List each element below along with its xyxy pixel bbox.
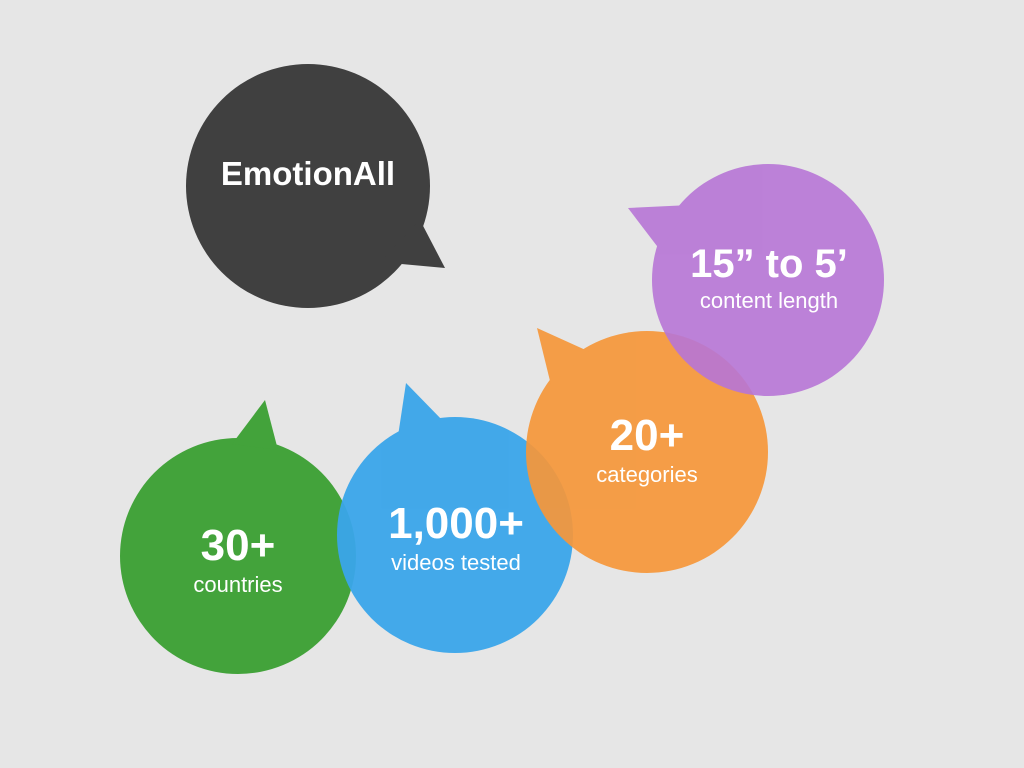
stat-content-length-value: 15” to 5’ xyxy=(690,242,848,286)
content-length-bubble-tail xyxy=(628,205,690,250)
stat-countries: 30+ countries xyxy=(156,520,320,598)
stat-countries-value: 30+ xyxy=(200,521,276,570)
categories-bubble-circle xyxy=(526,331,768,573)
stat-content-length-caption: content length xyxy=(699,288,839,313)
categories-speech-bubble xyxy=(526,328,768,573)
videos-bubble-circle xyxy=(337,417,573,653)
countries-bubble-circle xyxy=(120,438,356,674)
title-bubble-circle xyxy=(186,64,430,308)
stat-categories: 20+ categories xyxy=(564,410,730,488)
videos-speech-bubble xyxy=(337,383,573,653)
stat-categories-value: 20+ xyxy=(609,411,685,460)
content-length-speech-bubble xyxy=(628,164,884,396)
content-length-bubble-circle xyxy=(652,164,884,396)
title-text: EmotionAll xyxy=(220,155,396,192)
countries-speech-bubble xyxy=(120,400,356,674)
categories-bubble-tail xyxy=(537,328,590,385)
stat-videos: 1,000+ videos tested xyxy=(368,498,544,576)
title-bubble-tail xyxy=(380,220,445,268)
stat-content-length: 15” to 5’ content length xyxy=(666,240,872,314)
stat-videos-caption: videos tested xyxy=(391,550,521,575)
stat-videos-value: 1,000+ xyxy=(388,499,524,548)
countries-bubble-tail xyxy=(232,400,278,450)
videos-bubble-tail xyxy=(398,383,445,436)
stat-categories-caption: categories xyxy=(596,462,698,487)
stat-countries-caption: countries xyxy=(193,572,283,597)
title-speech-bubble xyxy=(186,64,445,308)
